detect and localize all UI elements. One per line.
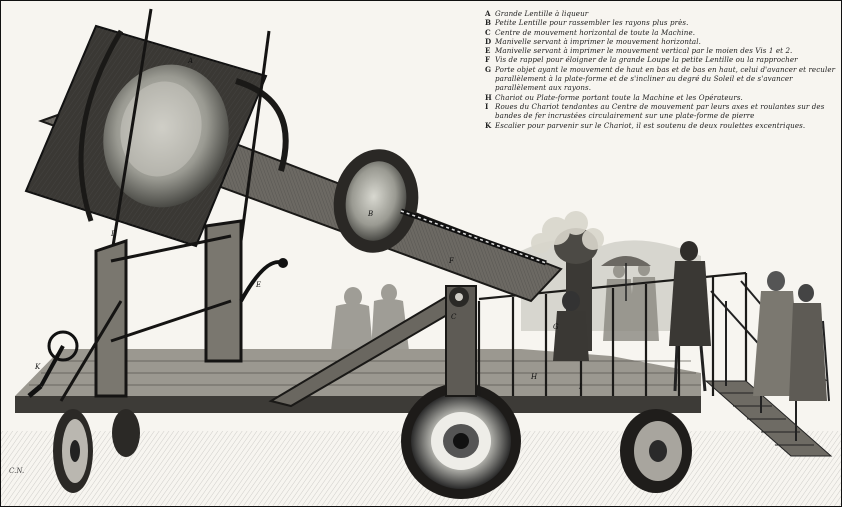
legend-key: G [485, 64, 492, 74]
legend-text: Escalier pour parvenir sur le Chariot, i… [495, 120, 806, 130]
crank-e [239, 258, 288, 302]
legend-key: H [485, 92, 492, 102]
large-lens-assembly [24, 24, 268, 248]
plate-letter-i: I [578, 383, 582, 391]
legend-key: I [485, 101, 489, 111]
plate-letter-k: K [34, 363, 41, 371]
legend-text: Petite Lentille pour rassembler les rayo… [495, 18, 689, 28]
legend-item: E Manivelle servant à imprimer le mouveme… [485, 46, 837, 55]
legend-key: K [485, 120, 492, 130]
legend-key: A [485, 9, 491, 18]
spectator-stairs-2 [789, 284, 830, 402]
spectator-stairs-1 [753, 271, 801, 396]
staircase [704, 380, 833, 457]
legend-item: A Grande Lentille à liqueur [485, 9, 837, 18]
front-wheel [401, 383, 521, 499]
legend-key: D [485, 36, 492, 46]
legend-key: E [485, 46, 491, 56]
plate-letters: A B C D E F G H I K [34, 57, 582, 391]
legend-item: F Vis de rappel pour éloigner de la grand… [485, 55, 837, 64]
legend-text: Centre de mouvement horizontal de toute … [495, 27, 696, 37]
legend-text: Grande Lentille à liqueur [495, 9, 589, 18]
legend-text: Manivelle servant à imprimer le mouvemen… [495, 46, 793, 56]
legend-item: I Roues du Chariot tendantes au Centre de… [485, 102, 837, 121]
legend-key: C [485, 27, 491, 37]
rear-wheel-left [53, 409, 93, 493]
fire-smoke [531, 211, 604, 253]
plate-letter-b: B [367, 210, 373, 218]
platform-edge [15, 396, 701, 413]
lens-bracket-arm-left [78, 29, 124, 222]
legend-text: Manivelle servant à imprimer le mouvemen… [495, 36, 701, 46]
plate-letter-c: C [451, 313, 457, 321]
small-lens-b [345, 161, 407, 241]
operator-left [553, 291, 589, 361]
plate-letter-e: E [255, 281, 261, 289]
legend-text: Roues du Chariot tendantes au Centre de … [495, 101, 825, 121]
legend-text: Vis de rappel pour éloigner de la grande… [495, 55, 798, 65]
lady-with-parasol [601, 256, 651, 301]
legend-item: C Centre de mouvement horizontal de toute… [485, 28, 837, 37]
engraver-signature: C.N. [9, 467, 25, 475]
operator-right [669, 241, 711, 392]
plate-letter-d: D [110, 230, 117, 238]
plate-letter-g: G [553, 323, 559, 331]
rear-a-frame [59, 219, 243, 402]
plate-letter-f: F [448, 257, 455, 265]
plate-letter-a: A [187, 57, 193, 65]
small-lens-assembly [333, 149, 419, 253]
front-wheel-right [620, 409, 692, 493]
legend-text: Chariot ou Plate-forme portant toute la … [495, 92, 743, 102]
legend-key: F [485, 55, 491, 65]
crank-d [27, 330, 79, 398]
rear-wheel-right [112, 409, 140, 457]
plate-letter-h: H [530, 373, 538, 381]
lens-bracket-arm [235, 78, 289, 172]
legend-key: B [485, 18, 492, 28]
legend-text: Porte objet ayant le mouvement de haut e… [495, 64, 836, 93]
